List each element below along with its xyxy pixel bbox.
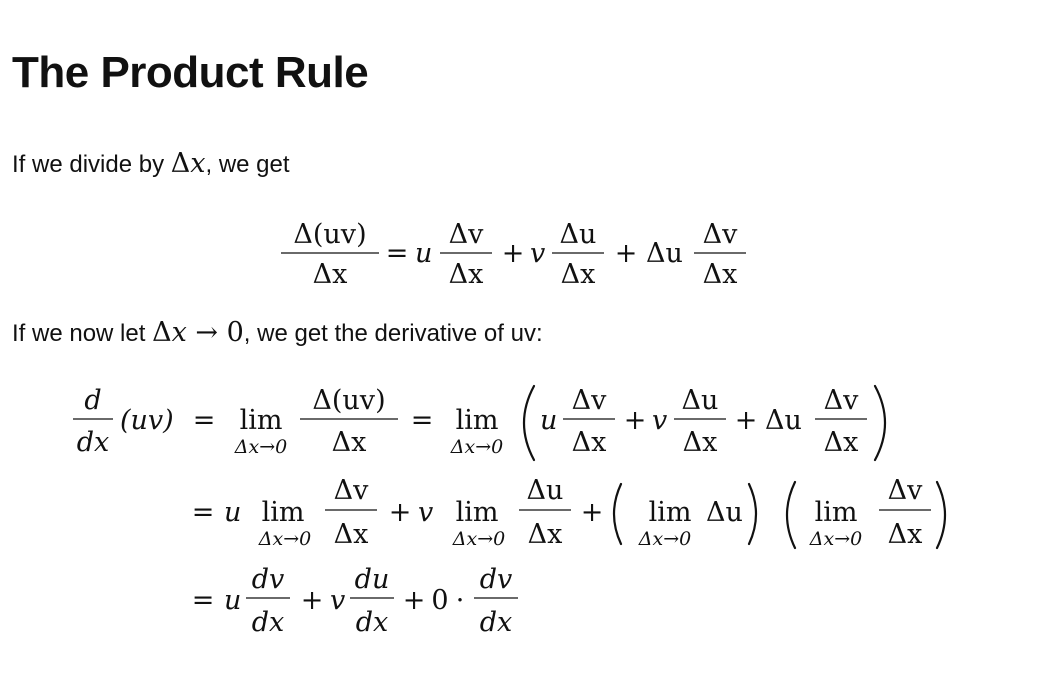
numerator-d: d xyxy=(84,385,101,416)
var-v: v xyxy=(330,585,345,616)
equals-sign: = xyxy=(386,238,409,269)
denominator-dx: dx xyxy=(356,607,389,638)
sentence-text-before: If we divide by xyxy=(12,151,171,178)
lim-subscript: Δx→0 xyxy=(638,528,691,550)
sentence-text-before: If we now let xyxy=(12,320,153,347)
numerator-delta-v: Δv xyxy=(703,219,738,250)
delta-u-term: Δu xyxy=(706,497,743,528)
equals-sign: = xyxy=(411,405,434,436)
numerator-du: du xyxy=(355,564,390,595)
numerator-dv: dv xyxy=(480,564,513,595)
plus-sign: + xyxy=(581,497,604,528)
numerator-delta-v: Δv xyxy=(888,475,923,506)
numerator-delta-u: Δu xyxy=(682,385,719,416)
lim-subscript: Δx→0 xyxy=(452,528,505,550)
multiplication-dot: · xyxy=(456,585,465,616)
denominator-dx: dx xyxy=(252,607,285,638)
numerator-delta-v: Δv xyxy=(449,219,484,250)
left-parenthesis xyxy=(523,384,536,462)
lim-subscript: Δx→0 xyxy=(809,528,862,550)
left-parenthesis xyxy=(612,482,623,546)
var-v: v xyxy=(652,405,667,436)
plus-sign: + xyxy=(389,497,412,528)
denominator-dx: dx xyxy=(480,607,513,638)
denominator-delta-x: Δx xyxy=(703,259,738,290)
denominator-dx: dx xyxy=(77,427,110,458)
plus-sign: + xyxy=(615,238,638,269)
right-parenthesis xyxy=(935,480,947,550)
plus-sign: + xyxy=(624,405,647,436)
sentence-text-after: , we get xyxy=(205,151,290,178)
delta-u-factor: Δu xyxy=(646,238,683,269)
lim-operator: lim xyxy=(649,497,692,528)
lim-operator: lim xyxy=(456,405,499,436)
denominator-delta-x: Δx xyxy=(449,259,484,290)
delta-u-factor: Δu xyxy=(765,405,802,436)
numerator-delta-v: Δv xyxy=(824,385,859,416)
denominator-delta-x: Δx xyxy=(824,427,859,458)
page-title: The Product Rule xyxy=(12,48,369,97)
inline-delta-x: Δx xyxy=(170,148,206,179)
denominator-delta-x: Δx xyxy=(888,519,923,550)
numerator-delta-v: Δv xyxy=(334,475,369,506)
numerator-delta-u: Δu xyxy=(560,219,597,250)
lim-subscript: Δx→0 xyxy=(450,436,503,458)
zero-term: 0 xyxy=(431,585,448,616)
uv-parenthesized: (uv) xyxy=(120,405,174,436)
var-u: u xyxy=(224,585,241,616)
lim-operator: lim xyxy=(262,497,305,528)
intro-sentence-limit: If we now let Δx → 0, we get the derivat… xyxy=(12,318,543,349)
lim-operator: lim xyxy=(815,497,858,528)
lim-operator: lim xyxy=(456,497,499,528)
denominator-delta-x: Δx xyxy=(528,519,563,550)
left-parenthesis xyxy=(785,480,797,550)
numerator-delta-v: Δv xyxy=(572,385,607,416)
numerator-delta-uv: Δ(uv) xyxy=(312,385,385,416)
plus-sign: + xyxy=(502,238,525,269)
numerator-delta-uv: Δ(uv) xyxy=(293,219,366,250)
plus-sign: + xyxy=(735,405,758,436)
lim-subscript: Δx→0 xyxy=(234,436,287,458)
inline-limit-expression: Δx → 0 xyxy=(152,317,244,348)
equals-sign: = xyxy=(192,497,215,528)
plus-sign: + xyxy=(403,585,426,616)
denominator-delta-x: Δx xyxy=(332,427,367,458)
var-v: v xyxy=(530,238,545,269)
plus-sign: + xyxy=(301,585,324,616)
var-u: u xyxy=(540,405,557,436)
equals-sign: = xyxy=(192,585,215,616)
equals-sign: = xyxy=(193,405,216,436)
var-u: u xyxy=(224,497,241,528)
lim-operator: lim xyxy=(240,405,283,436)
intro-sentence-divide: If we divide by Δx, we get xyxy=(12,149,290,180)
denominator-delta-x: Δx xyxy=(572,427,607,458)
numerator-dv: dv xyxy=(252,564,285,595)
right-parenthesis xyxy=(747,482,758,546)
numerator-delta-u: Δu xyxy=(527,475,564,506)
lim-subscript: Δx→0 xyxy=(258,528,311,550)
denominator-delta-x: Δx xyxy=(313,259,348,290)
denominator-delta-x: Δx xyxy=(561,259,596,290)
var-v: v xyxy=(418,497,433,528)
right-parenthesis xyxy=(873,384,886,462)
var-u: u xyxy=(415,238,432,269)
denominator-delta-x: Δx xyxy=(683,427,718,458)
sentence-text-after: , we get the derivative of uv: xyxy=(243,320,543,347)
denominator-delta-x: Δx xyxy=(334,519,369,550)
